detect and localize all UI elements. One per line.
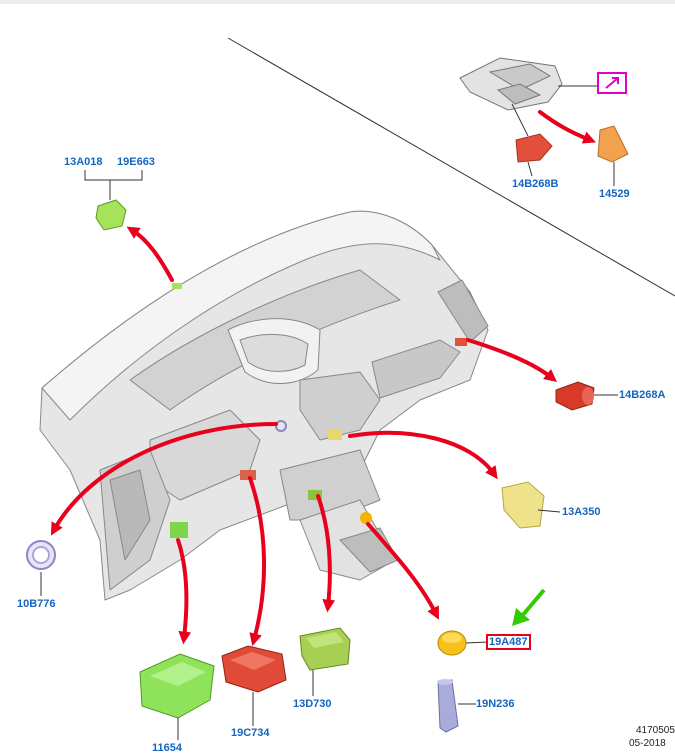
part-13A018 — [95, 199, 127, 231]
spot-14B268A — [455, 338, 467, 346]
callout-arrows — [50, 110, 596, 647]
spot-19A487 — [360, 512, 372, 524]
label-10B776: 10B776 — [17, 598, 56, 610]
part-14B268B — [515, 133, 553, 163]
part-19C734 — [221, 645, 287, 693]
part-13D730 — [299, 627, 351, 671]
instrument-panel — [39, 210, 489, 601]
label-14529: 14529 — [599, 188, 630, 200]
spot-13A350 — [328, 430, 342, 440]
part-14B268A — [555, 381, 595, 411]
label-13A350: 13A350 — [562, 506, 601, 518]
spot-11654 — [170, 522, 188, 538]
label-13A018: 13A018 — [64, 156, 103, 168]
label-19C734: 19C734 — [231, 727, 270, 739]
label-13D730: 13D730 — [293, 698, 332, 710]
revision-date: 05-2018 — [629, 738, 666, 749]
image-number: 4170505 — [636, 725, 675, 736]
part-14529 — [597, 125, 629, 163]
label-14B268B: 14B268B — [512, 178, 559, 190]
label-19A487: 19A487 — [486, 634, 531, 650]
part-19N236 — [437, 679, 459, 733]
label-leader-lines — [40, 161, 618, 740]
navigation-arrow-icon — [597, 72, 627, 94]
label-14B268A: 14B268A — [619, 389, 666, 401]
spot-13D730 — [308, 490, 322, 500]
top-band — [0, 0, 675, 4]
spot-13A018 — [172, 283, 182, 289]
part-19A487 — [437, 630, 467, 656]
label-19E663: 19E663 — [117, 156, 155, 168]
label-19N236: 19N236 — [476, 698, 515, 710]
part-11654 — [139, 653, 215, 719]
spot-19C734 — [240, 470, 256, 480]
part-10B776 — [26, 540, 56, 570]
part-13A350 — [501, 481, 545, 529]
pointer-arrow-icon — [512, 588, 546, 626]
leader-14B268B — [511, 103, 529, 137]
overhead-console — [459, 57, 563, 111]
separator-line — [227, 37, 675, 297]
